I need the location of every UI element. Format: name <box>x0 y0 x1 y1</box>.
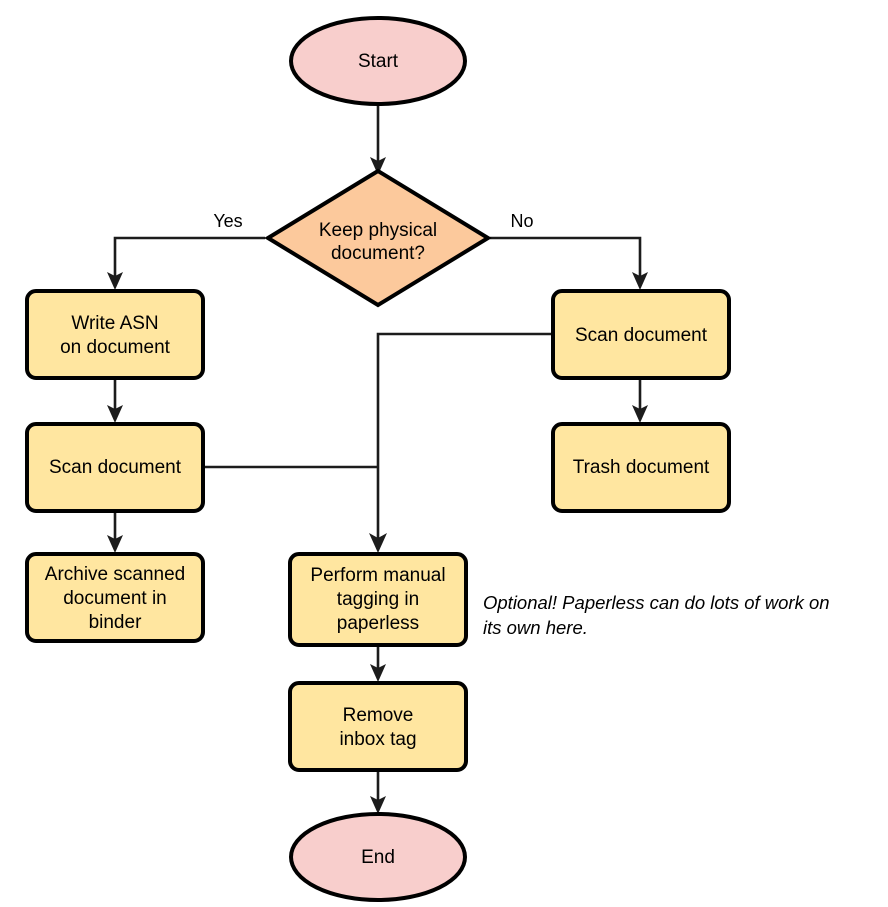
annotation-line1: Optional! Paperless can do lots of work … <box>483 592 830 613</box>
edge-scan-right-to-trash <box>632 378 648 423</box>
write-asn-label-line1: Write ASN <box>71 313 158 334</box>
archive-label-line1: Archive scanned <box>45 564 185 585</box>
annotation-optional-paperless: Optional! Paperless can do lots of work … <box>483 592 830 638</box>
scan-document-left-box <box>25 422 205 513</box>
remove-tag-label-line2: inbox tag <box>339 729 416 750</box>
node-end[interactable]: End <box>289 812 467 902</box>
edge-label-no: No <box>510 211 533 231</box>
archive-label-line2: document in <box>63 588 167 609</box>
archive-label-line3: binder <box>89 612 142 633</box>
node-scan-document-right[interactable]: Scan document <box>551 289 731 380</box>
tagging-box <box>288 552 468 647</box>
edge-label-yes: Yes <box>213 211 242 231</box>
node-write-asn-on-document[interactable]: Write ASN on document <box>25 289 205 380</box>
write-asn-label-line2: on document <box>60 337 171 358</box>
tagging-label-line3: paperless <box>337 613 419 634</box>
node-archive-scanned-document[interactable]: Archive scanned document in binder <box>25 552 205 643</box>
end-ellipse <box>289 812 467 902</box>
scan-document-left-label: Scan document <box>49 457 182 478</box>
edge-write-asn-to-scan-left <box>107 378 123 423</box>
node-scan-document-left[interactable]: Scan document <box>25 422 205 513</box>
archive-box <box>25 552 205 643</box>
remove-inbox-tag-box <box>288 681 468 772</box>
edge-tagging-to-remove-tag <box>370 645 386 682</box>
scan-document-right-label: Scan document <box>575 325 708 346</box>
remove-tag-label-line1: Remove <box>343 705 414 726</box>
edge-start-to-decision <box>370 105 386 175</box>
tagging-label-line2: tagging in <box>337 589 419 610</box>
write-asn-box <box>25 289 205 380</box>
node-trash-document[interactable]: Trash document <box>551 422 731 513</box>
scan-document-right-box <box>551 289 731 380</box>
decision-diamond <box>264 168 492 308</box>
tagging-label-line1: Perform manual <box>310 565 445 586</box>
trash-document-box <box>551 422 731 513</box>
end-label: End <box>361 847 395 868</box>
edge-remove-tag-to-end <box>370 770 386 814</box>
edge-decision-no-to-scan-right <box>490 236 648 290</box>
start-ellipse <box>289 16 467 106</box>
annotation-line2: its own here. <box>483 617 588 638</box>
edge-decision-yes-to-write-asn <box>107 236 265 290</box>
decision-label-line2: document? <box>331 243 425 264</box>
edge-scan-right-to-tagging <box>369 332 552 553</box>
decision-label-line1: Keep physical <box>319 220 437 241</box>
node-decision-keep-physical-document[interactable]: Keep physical document? <box>264 168 492 308</box>
node-perform-manual-tagging[interactable]: Perform manual tagging in paperless <box>288 552 468 647</box>
node-start[interactable]: Start <box>289 16 467 106</box>
trash-document-label: Trash document <box>573 457 710 478</box>
edge-scan-left-to-archive <box>107 511 123 553</box>
start-label: Start <box>358 51 399 72</box>
node-remove-inbox-tag[interactable]: Remove inbox tag <box>288 681 468 772</box>
